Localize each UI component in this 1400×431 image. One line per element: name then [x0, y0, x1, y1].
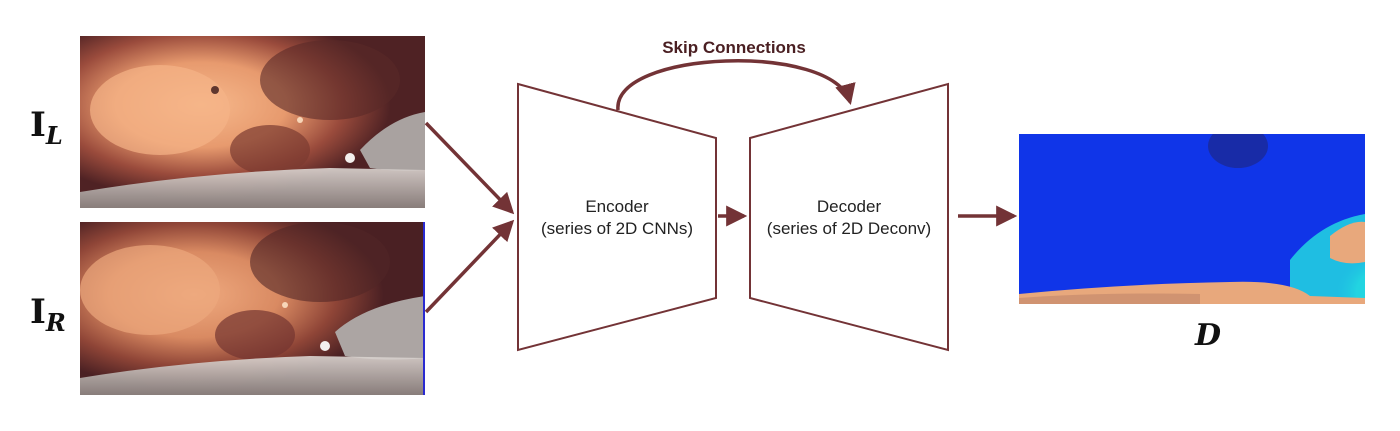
skip-connection-arrow	[616, 59, 856, 111]
output-label: D	[1194, 318, 1221, 353]
disparity-map-output	[1019, 134, 1365, 304]
decoder-title: Decoder	[817, 197, 882, 216]
decoder-block	[749, 82, 949, 352]
decoder-subtitle: (series of 2D Deconv)	[767, 219, 931, 238]
left-input-arrow	[424, 121, 515, 215]
skip-connections-label: Skip Connections	[662, 38, 806, 57]
encoder-title: Encoder	[585, 197, 649, 216]
right-input-arrow	[424, 219, 515, 314]
encoder-subtitle: (series of 2D CNNs)	[541, 219, 693, 238]
right-input-label: IR	[30, 292, 66, 337]
encoder-block	[517, 82, 717, 352]
left-input-label: IL	[30, 105, 63, 150]
right-input-image	[80, 222, 425, 395]
left-input-image	[80, 36, 425, 208]
